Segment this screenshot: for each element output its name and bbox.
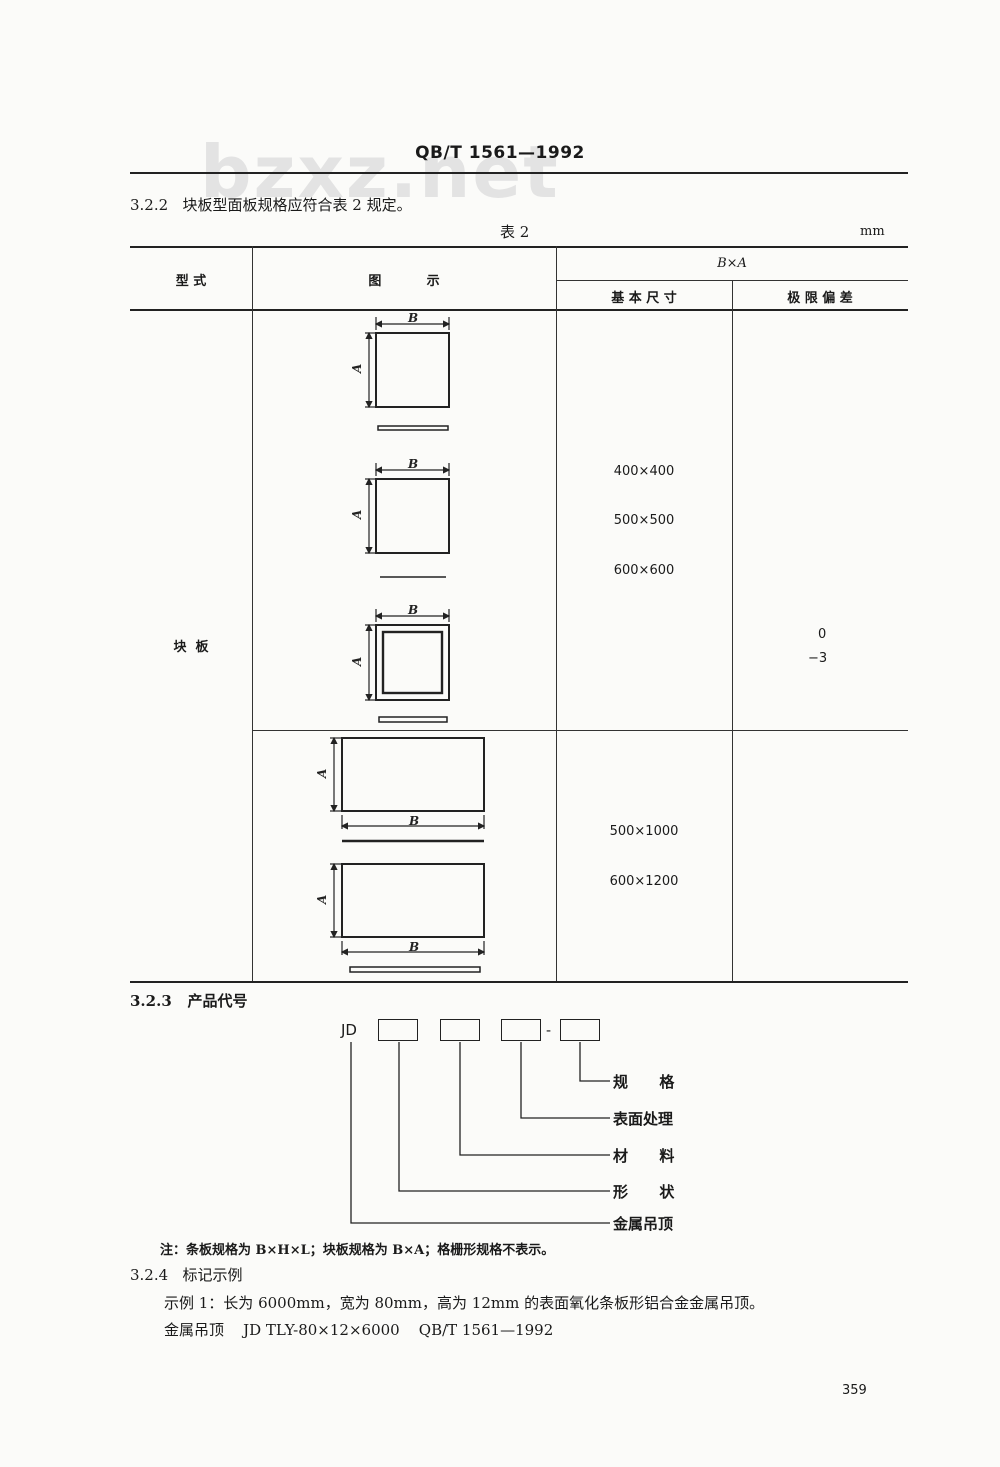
dim-label-b: B	[407, 457, 418, 471]
code-box-shape	[378, 1019, 418, 1041]
section-text: 块板型面板规格应符合表 2 规定。	[182, 196, 412, 214]
table-col-divider-2	[556, 246, 557, 981]
section-323: 3.2.3 产品代号	[130, 990, 247, 1011]
dim-label-a: A	[350, 657, 364, 667]
table-caption: 表 2	[500, 223, 530, 241]
standard-header: QB/T 1561—1992	[415, 143, 585, 163]
header-bxa: B×A	[717, 256, 747, 271]
header-rule	[130, 172, 908, 174]
square-panel-figure-2	[365, 463, 451, 578]
table-unit: mm	[860, 224, 885, 239]
size-600x1200: 600×1200	[609, 874, 679, 889]
table-col-divider-3	[732, 280, 733, 981]
section-title: 标记示例	[182, 1266, 243, 1284]
section-324: 3.2.4 标记示例	[130, 1264, 243, 1285]
tolerance-lower: −3	[808, 651, 828, 666]
legend-material: 材 料	[613, 1147, 675, 1165]
panel-figures: B A B A B A A B A B	[315, 311, 486, 973]
code-box-spec	[560, 1019, 600, 1041]
legend-surface: 表面处理	[613, 1110, 674, 1128]
table-top-rule	[130, 246, 908, 248]
legend-shape: 形 状	[613, 1183, 675, 1201]
code-prefix: JD	[341, 1021, 357, 1039]
size-500x1000: 500×1000	[609, 824, 679, 839]
size-500: 500×500	[613, 513, 675, 528]
table-bottom-rule	[130, 981, 908, 983]
size-400: 400×400	[613, 464, 675, 479]
section-number: 3.2.3	[130, 992, 172, 1010]
dim-label-a: A	[315, 769, 329, 779]
marking-example: 金属吊顶 JD TLY-80×12×6000 QB/T 1561—1992	[164, 1321, 554, 1339]
rect-panel-figure-1	[330, 736, 486, 843]
section-title: 产品代号	[187, 992, 248, 1010]
header-type: 型 式	[175, 274, 207, 289]
section-number: 3.2.2	[130, 196, 169, 214]
rect-panel-figure-2	[330, 862, 486, 973]
header-basic-size: 基 本 尺 寸	[611, 291, 677, 306]
dim-label-b: B	[408, 814, 419, 828]
legend-metal-ceiling: 金属吊顶	[613, 1215, 674, 1233]
dim-label-b: B	[407, 311, 418, 325]
square-panel-figure-3	[365, 609, 451, 723]
table-head-rule	[130, 309, 908, 311]
header-tolerance: 极 限 偏 差	[787, 291, 853, 306]
code-leader-lines	[350, 1042, 610, 1224]
tolerance-upper: 0	[818, 627, 827, 642]
code-separator: -	[546, 1021, 552, 1039]
dim-label-a: A	[350, 510, 364, 520]
size-600: 600×600	[613, 563, 675, 578]
dim-label-a: A	[315, 895, 329, 905]
example-text: 示例 1：长为 6000mm，宽为 80mm，高为 12mm 的表面氧化条板形铝…	[164, 1294, 765, 1312]
page-number: 359	[842, 1383, 867, 1398]
dim-label-b: B	[408, 940, 419, 954]
dim-label-a: A	[350, 364, 364, 374]
code-box-surface	[501, 1019, 541, 1041]
table-row-rule	[252, 730, 908, 731]
header-figure: 图 示	[368, 274, 440, 289]
note: 注：条板规格为 B×H×L；块板规格为 B×A；格栅形规格不表示。	[160, 1243, 555, 1258]
table-col-divider-1	[252, 246, 253, 981]
code-box-material	[440, 1019, 480, 1041]
section-322: 3.2.2 块板型面板规格应符合表 2 规定。	[130, 194, 412, 215]
square-panel-figure-1	[365, 317, 451, 431]
section-number: 3.2.4	[130, 1266, 169, 1284]
legend-spec: 规 格	[613, 1073, 675, 1091]
row-type-block: 块 板	[173, 640, 209, 655]
dim-label-b: B	[407, 603, 418, 617]
